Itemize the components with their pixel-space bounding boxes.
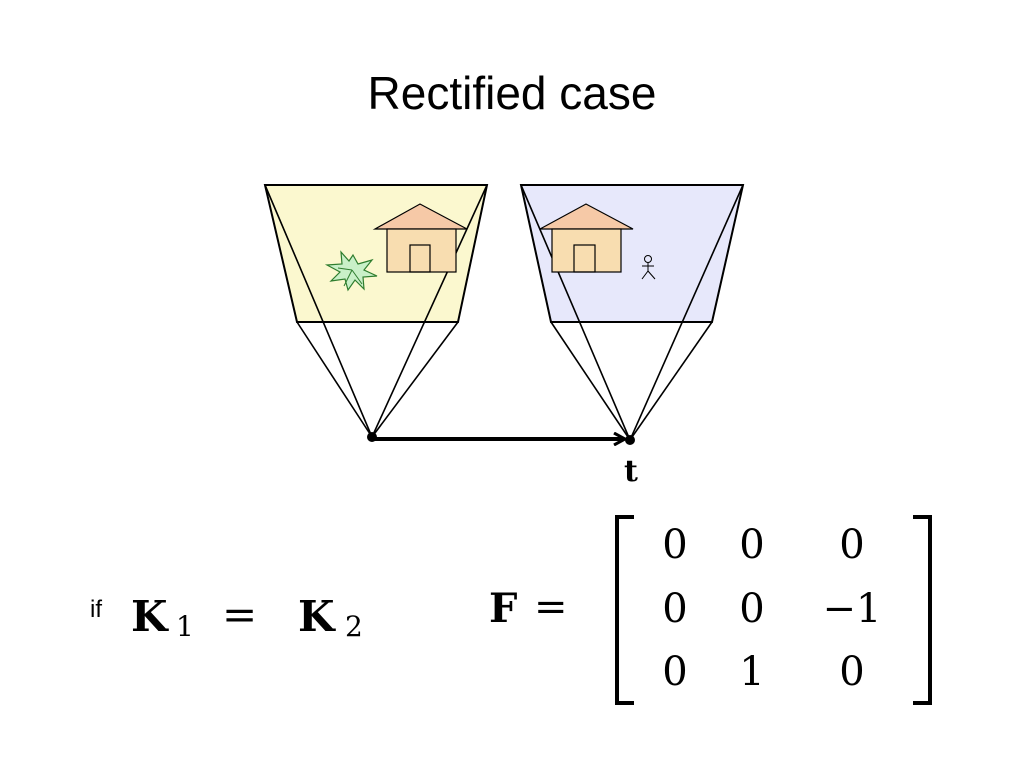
- matrix-cell: 0: [662, 522, 687, 568]
- matrix-cell: 0: [839, 649, 864, 695]
- matrix-cell: 1: [739, 649, 764, 695]
- matrix-cell: 0: [739, 586, 764, 632]
- right-camera: [519, 184, 745, 441]
- matrix-symbol: F: [489, 585, 517, 632]
- matrix-equals: =: [534, 584, 568, 630]
- left-camera-rays: [264, 184, 488, 438]
- left-camera-center: [367, 432, 377, 442]
- fundamental-matrix-equation: F = 0 0 0 0 0 −1 0 1 0: [489, 515, 932, 705]
- condition-rhs-symbol: K: [298, 592, 336, 641]
- condition-prefix: if: [90, 596, 102, 623]
- condition-equals: =: [222, 590, 257, 639]
- matrix-cell: 0: [839, 522, 864, 568]
- slide-title: Rectified case: [367, 67, 657, 119]
- matrix-cell: −1: [823, 586, 882, 632]
- matrix-right-bracket: [913, 515, 932, 705]
- matrix-cell: 0: [662, 649, 687, 695]
- condition-equation: if K 1 = K 2: [90, 590, 363, 643]
- right-camera-rays: [520, 184, 744, 441]
- tree-icon: [324, 250, 378, 292]
- house-icon: [372, 203, 468, 273]
- matrix-cell: 0: [662, 586, 687, 632]
- matrix-left-bracket: [615, 515, 634, 705]
- matrix-cell: 0: [739, 522, 764, 568]
- condition-lhs-sub: 1: [176, 610, 194, 643]
- condition-rhs-sub: 2: [345, 610, 363, 643]
- right-camera-center: [625, 435, 635, 445]
- left-camera: [263, 184, 489, 438]
- translation-label: t: [624, 454, 638, 489]
- stick-figure-icon: [641, 255, 656, 280]
- matrix-cells: 0 0 0 0 0 −1 0 1 0: [662, 522, 881, 695]
- condition-lhs-symbol: K: [131, 592, 169, 641]
- house-icon: [539, 203, 634, 273]
